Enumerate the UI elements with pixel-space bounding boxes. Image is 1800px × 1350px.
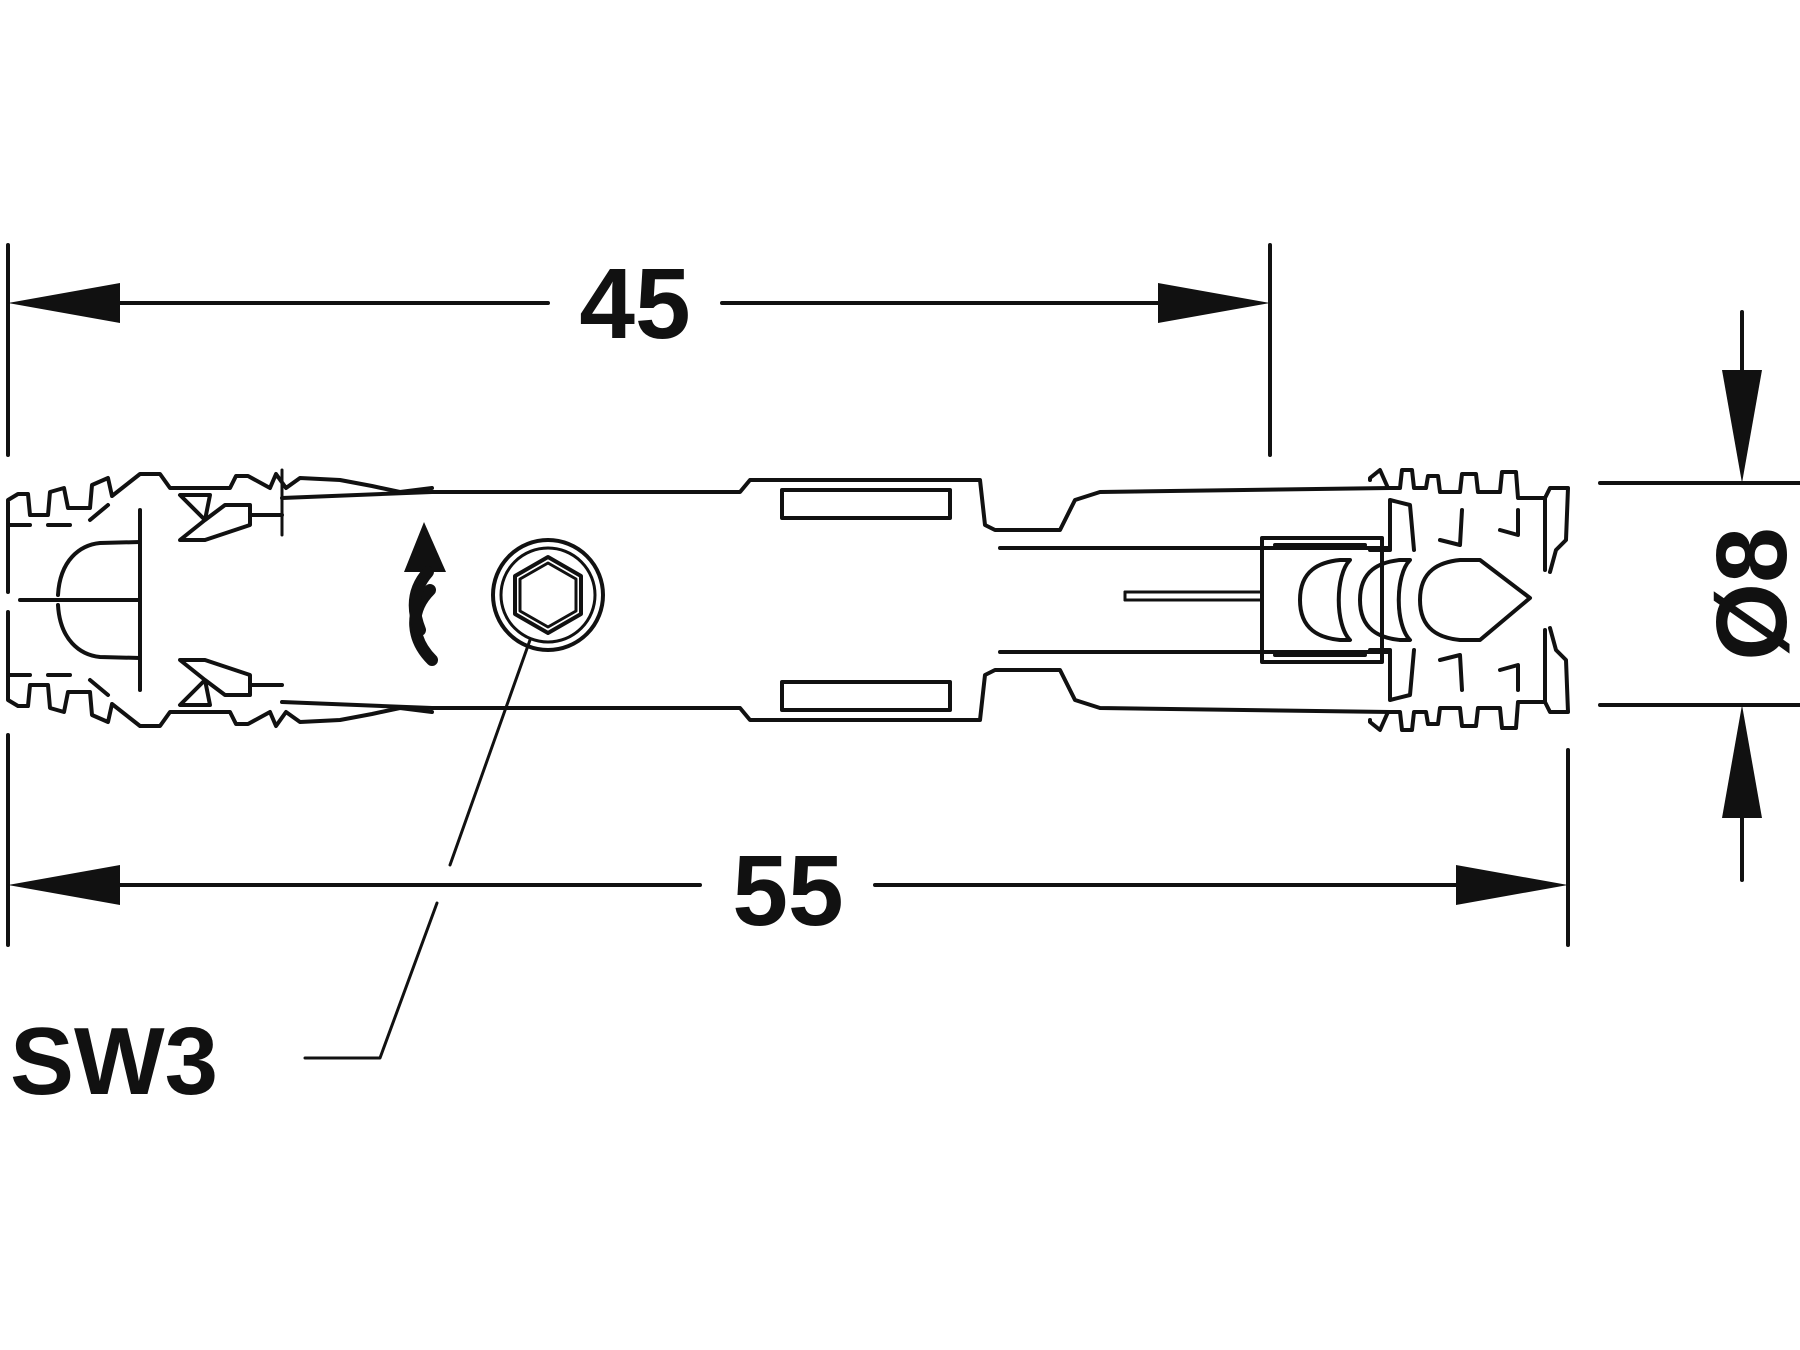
sleeve-tip xyxy=(1418,558,1532,642)
left-clips xyxy=(178,468,284,707)
arrowhead-bottom xyxy=(1722,705,1762,818)
hex-socket-hexagon xyxy=(513,555,583,635)
slot-window-upper xyxy=(780,488,952,520)
main-housing xyxy=(280,478,1392,722)
callout-label: SW3 xyxy=(10,1008,218,1115)
arrowhead-top xyxy=(1722,370,1762,483)
dimension-value-diameter: Ø8 xyxy=(1696,527,1800,660)
dimension-55: 55 xyxy=(6,733,1570,947)
left-end-slot xyxy=(18,508,142,692)
callout-leader-upper xyxy=(448,638,532,867)
right-thread-lower xyxy=(1368,626,1570,732)
connector-body xyxy=(6,468,1570,732)
arrowhead-right-55 xyxy=(1456,865,1568,905)
callout-sw3: SW3 xyxy=(10,638,532,1115)
left-thread-lower xyxy=(6,610,434,728)
dimension-value-55: 55 xyxy=(732,835,843,947)
rotation-arrow-head xyxy=(404,522,446,572)
right-thread-upper xyxy=(1368,468,1570,574)
arrowhead-left-55 xyxy=(8,865,120,905)
right-sleeve xyxy=(1260,536,1532,664)
arrowhead-left xyxy=(8,283,120,323)
left-thread-upper xyxy=(6,472,434,594)
arrowhead-right xyxy=(1158,283,1270,323)
hex-socket-outer-ring xyxy=(491,538,605,652)
rotation-arrow xyxy=(404,522,446,666)
dimension-diameter: Ø8 xyxy=(1598,310,1800,882)
dimension-45: 45 xyxy=(6,243,1272,457)
callout-leader-lower xyxy=(303,901,439,1060)
slot-window-lower xyxy=(780,680,952,712)
hex-socket xyxy=(491,538,605,652)
dimension-value-45: 45 xyxy=(579,248,690,360)
